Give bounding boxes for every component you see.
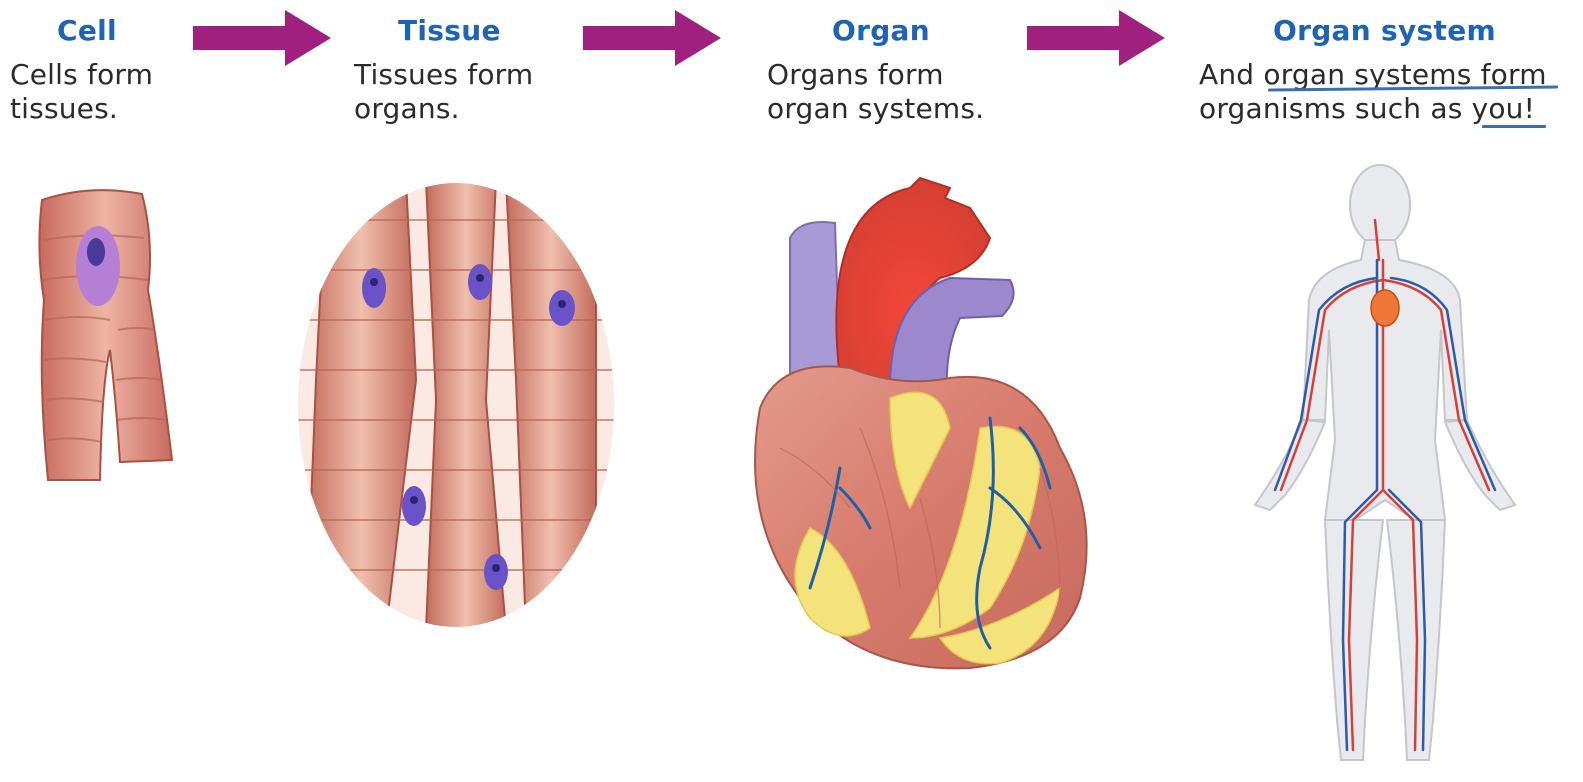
cell-illustration-icon bbox=[30, 180, 190, 500]
stage-title-cell: Cell bbox=[57, 14, 117, 47]
tissue-illustration-icon bbox=[296, 180, 616, 630]
description-line: tissues. bbox=[10, 92, 153, 126]
description-line: organisms such as you! bbox=[1199, 92, 1547, 126]
description-line: Cells form bbox=[10, 58, 153, 92]
description-line: Organs form bbox=[767, 58, 984, 92]
heart-illustration-icon bbox=[740, 168, 1110, 678]
stage-description-organ-system: And organ systems form organisms such as… bbox=[1199, 58, 1547, 126]
stage-description-cell: Cells form tissues. bbox=[10, 58, 153, 126]
stage-description-tissue: Tissues form organs. bbox=[354, 58, 533, 126]
description-line: organs. bbox=[354, 92, 533, 126]
stage-title-tissue: Tissue bbox=[398, 14, 501, 47]
arrow-right-icon bbox=[1027, 8, 1167, 68]
human-body-illustration-icon bbox=[1245, 160, 1535, 775]
arrow-right-icon bbox=[193, 8, 333, 68]
description-line: organ systems. bbox=[767, 92, 984, 126]
underline-mark bbox=[1482, 125, 1546, 128]
stage-title-organ: Organ bbox=[832, 14, 930, 47]
stage-title-organ-system: Organ system bbox=[1273, 14, 1496, 47]
stage-description-organ: Organs form organ systems. bbox=[767, 58, 984, 126]
arrow-right-icon bbox=[583, 8, 723, 68]
description-line: Tissues form bbox=[354, 58, 533, 92]
